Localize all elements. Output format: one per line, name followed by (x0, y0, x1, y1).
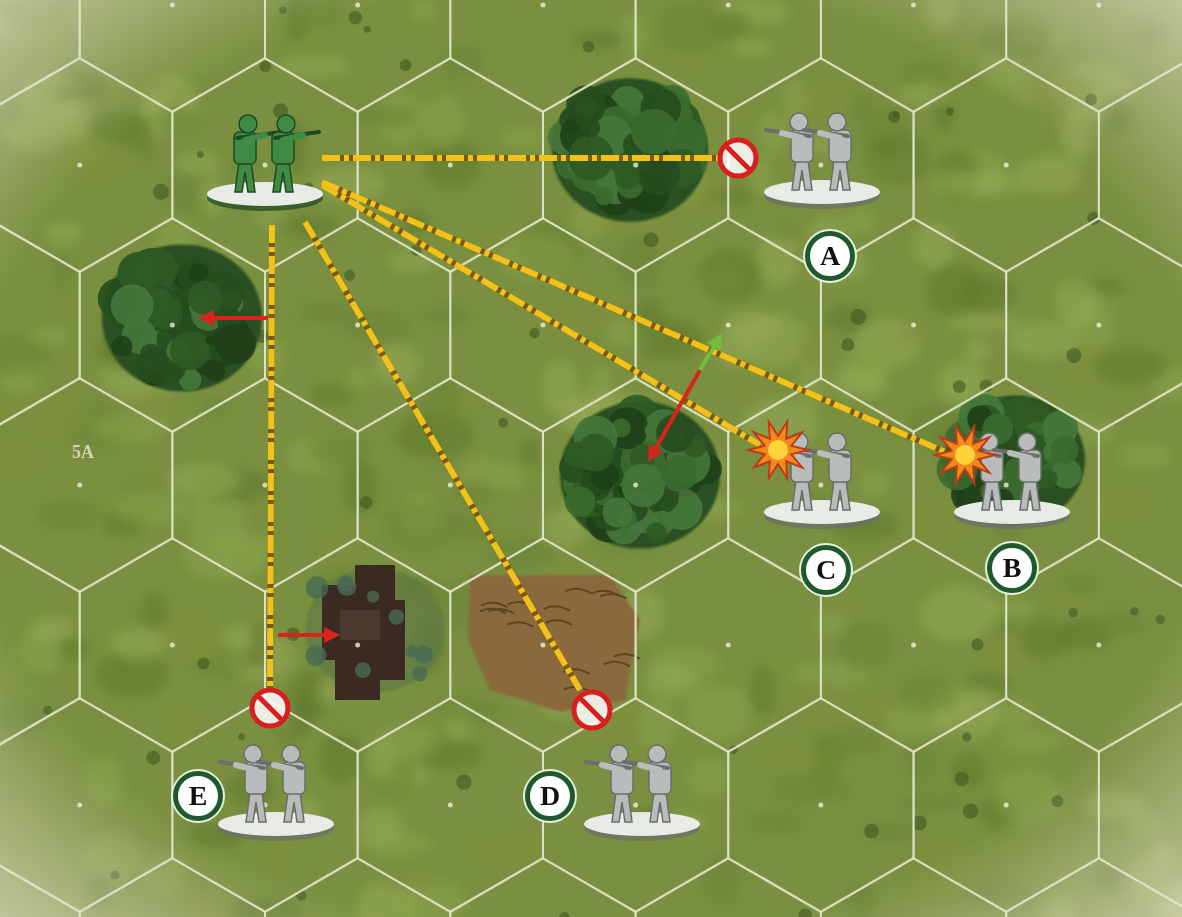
callout-circle: C (801, 545, 851, 595)
hex-coordinate: 5A (72, 442, 94, 463)
callout-circle: D (525, 771, 575, 821)
callout-circle: E (173, 771, 223, 821)
callout-letter: A (820, 242, 840, 270)
callout-letter: D (540, 782, 560, 810)
callout-letter: E (189, 782, 208, 810)
callout-letter: B (1003, 554, 1022, 582)
callout-letter: C (816, 556, 836, 584)
callout-circle: B (987, 543, 1037, 593)
callout-circle: A (805, 231, 855, 281)
